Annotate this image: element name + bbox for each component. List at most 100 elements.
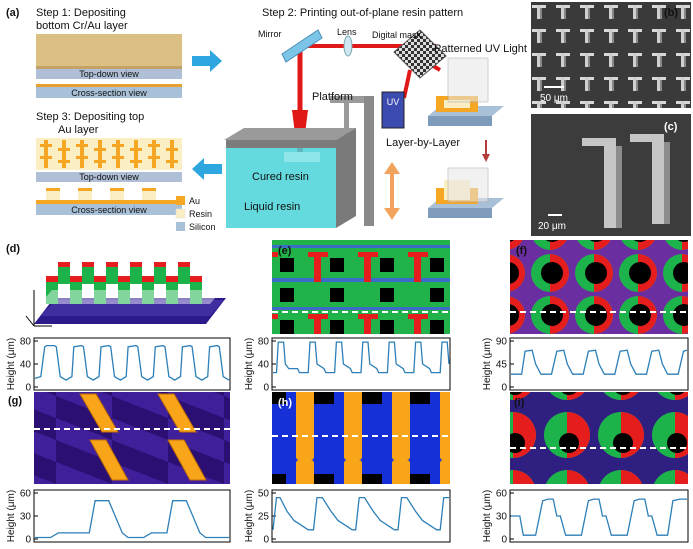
- surface-3d: [40, 262, 224, 316]
- y-tick-label: 0: [25, 383, 31, 394]
- height-map-f: [510, 240, 688, 334]
- orange-bar-1: [79, 393, 119, 433]
- y-tick-label: 45: [496, 360, 508, 371]
- scale-bar-c: 20 μm: [538, 221, 566, 232]
- y-tick-label: 40: [20, 360, 32, 371]
- lens-icon: [343, 35, 353, 57]
- layer-by-layer-label: Layer-by-Layer: [386, 137, 460, 149]
- panel-label-a: (a): [6, 7, 20, 19]
- panel-d: (d): [6, 243, 226, 327]
- step3-line2: Au layer: [58, 124, 99, 136]
- patterned-uv-label: Patterned UV Light: [434, 43, 527, 55]
- height-map-i: [510, 392, 688, 484]
- step1-top-down-caption: Top-down view: [79, 69, 139, 79]
- profile-line-f: [511, 349, 688, 375]
- y-tick-label: 0: [25, 535, 31, 546]
- orange-bar-3: [89, 439, 129, 481]
- panel-e: (e): [272, 240, 450, 334]
- panel-a: (a) Step 1: Depositing bottom Cr/Au laye…: [6, 7, 527, 232]
- height-map-h: [272, 392, 450, 484]
- mirror-label: Mirror: [258, 29, 282, 39]
- panel-i: (i): [510, 392, 688, 484]
- step3-cross-section: [36, 188, 182, 215]
- plot-frame-h: [271, 489, 451, 543]
- cured-resin-block: [284, 152, 320, 162]
- panel-label-b: (b): [664, 7, 678, 19]
- profile-line-e: [273, 341, 450, 374]
- patterned-uv-block-2: [428, 167, 504, 218]
- profile-line-d: [34, 344, 230, 381]
- y-tick-label: 0: [501, 383, 507, 394]
- y-tick-label: 0: [263, 535, 269, 546]
- y-tick-label: 25: [258, 512, 270, 523]
- step1-line2: bottom Cr/Au layer: [36, 20, 128, 32]
- profile-line-i: [511, 498, 687, 536]
- legend-label-silicon: Silicon: [189, 222, 216, 232]
- panel-label-f: (f): [516, 245, 527, 257]
- y-axis-label: Height (μm): [6, 338, 17, 390]
- legend-label-resin: Resin: [189, 209, 212, 219]
- orange-bar-2: [157, 393, 197, 433]
- legend-swatch-resin: [175, 208, 186, 219]
- uv-label: UV: [387, 97, 400, 107]
- step1-top-down-gold: [36, 34, 182, 68]
- platform-tower: [364, 96, 374, 226]
- lens-label: Lens: [337, 27, 357, 37]
- patterned-uv-block-1: [428, 57, 504, 126]
- y-tick-label: 50: [258, 489, 270, 500]
- step1-top-down-caption-bar: [36, 69, 182, 79]
- y-tick-label: 80: [258, 337, 270, 348]
- y-axis-label: Height (μm): [6, 490, 17, 542]
- step3-line1: Step 3: Depositing top: [36, 111, 144, 123]
- step3-top-down-caption: Top-down view: [79, 172, 139, 182]
- cured-resin-label: Cured resin: [252, 171, 309, 183]
- mirror-icon: [281, 29, 323, 63]
- legend-swatch-au: [176, 196, 185, 205]
- orange-bar-4: [167, 439, 207, 481]
- y-tick-label: 80: [20, 337, 32, 348]
- y-tick-label: 90: [496, 337, 508, 348]
- panel-label-i: (i): [514, 397, 525, 409]
- y-tick-label: 0: [501, 535, 507, 546]
- panel-label-c: (c): [664, 121, 678, 133]
- arrow-right: [192, 50, 222, 72]
- uv-source: [381, 91, 405, 129]
- y-tick-label: 0: [263, 383, 269, 394]
- y-tick-label: 40: [258, 360, 270, 371]
- y-tick-label: 30: [496, 512, 508, 523]
- step1-cross-section-caption: Cross-section view: [71, 88, 147, 98]
- y-axis-label: Height (μm): [482, 490, 493, 542]
- panel-c: (c) 20 μm: [531, 114, 691, 236]
- profile-line-g: [35, 500, 229, 539]
- step1-line1: Step 1: Depositing: [36, 7, 126, 19]
- arrow-left: [192, 158, 222, 180]
- digital-mask-label: Digital mask: [372, 30, 422, 40]
- panel-label-e: (e): [278, 245, 292, 257]
- panel-label-g: (g): [8, 395, 22, 407]
- step3-cross-section-caption: Cross-section view: [71, 205, 147, 215]
- liquid-resin-label: Liquid resin: [244, 201, 300, 213]
- panel-h: (h): [272, 392, 450, 484]
- panel-b: (b) 50 μm: [531, 2, 691, 108]
- step2-title: Step 2: Printing out-of-plane resin patt…: [262, 7, 463, 19]
- y-tick-label: 60: [20, 489, 32, 500]
- legend-swatch-silicon: [176, 222, 185, 231]
- y-axis-label: Height (μm): [244, 338, 255, 390]
- step3-top-down: [36, 138, 182, 170]
- y-axis-label: Height (μm): [244, 490, 255, 542]
- profile-line-h: [272, 496, 449, 531]
- platform-label: Platform: [312, 91, 353, 103]
- legend: Au Resin Silicon: [175, 196, 216, 232]
- sem-image-b: [531, 2, 691, 108]
- digital-mask-icon: [393, 29, 447, 79]
- legend-label-au: Au: [189, 196, 200, 206]
- printer-illustration: Mirror Lens Digital mask UV Platform Cur…: [224, 27, 527, 228]
- panel-label-h: (h): [278, 397, 292, 409]
